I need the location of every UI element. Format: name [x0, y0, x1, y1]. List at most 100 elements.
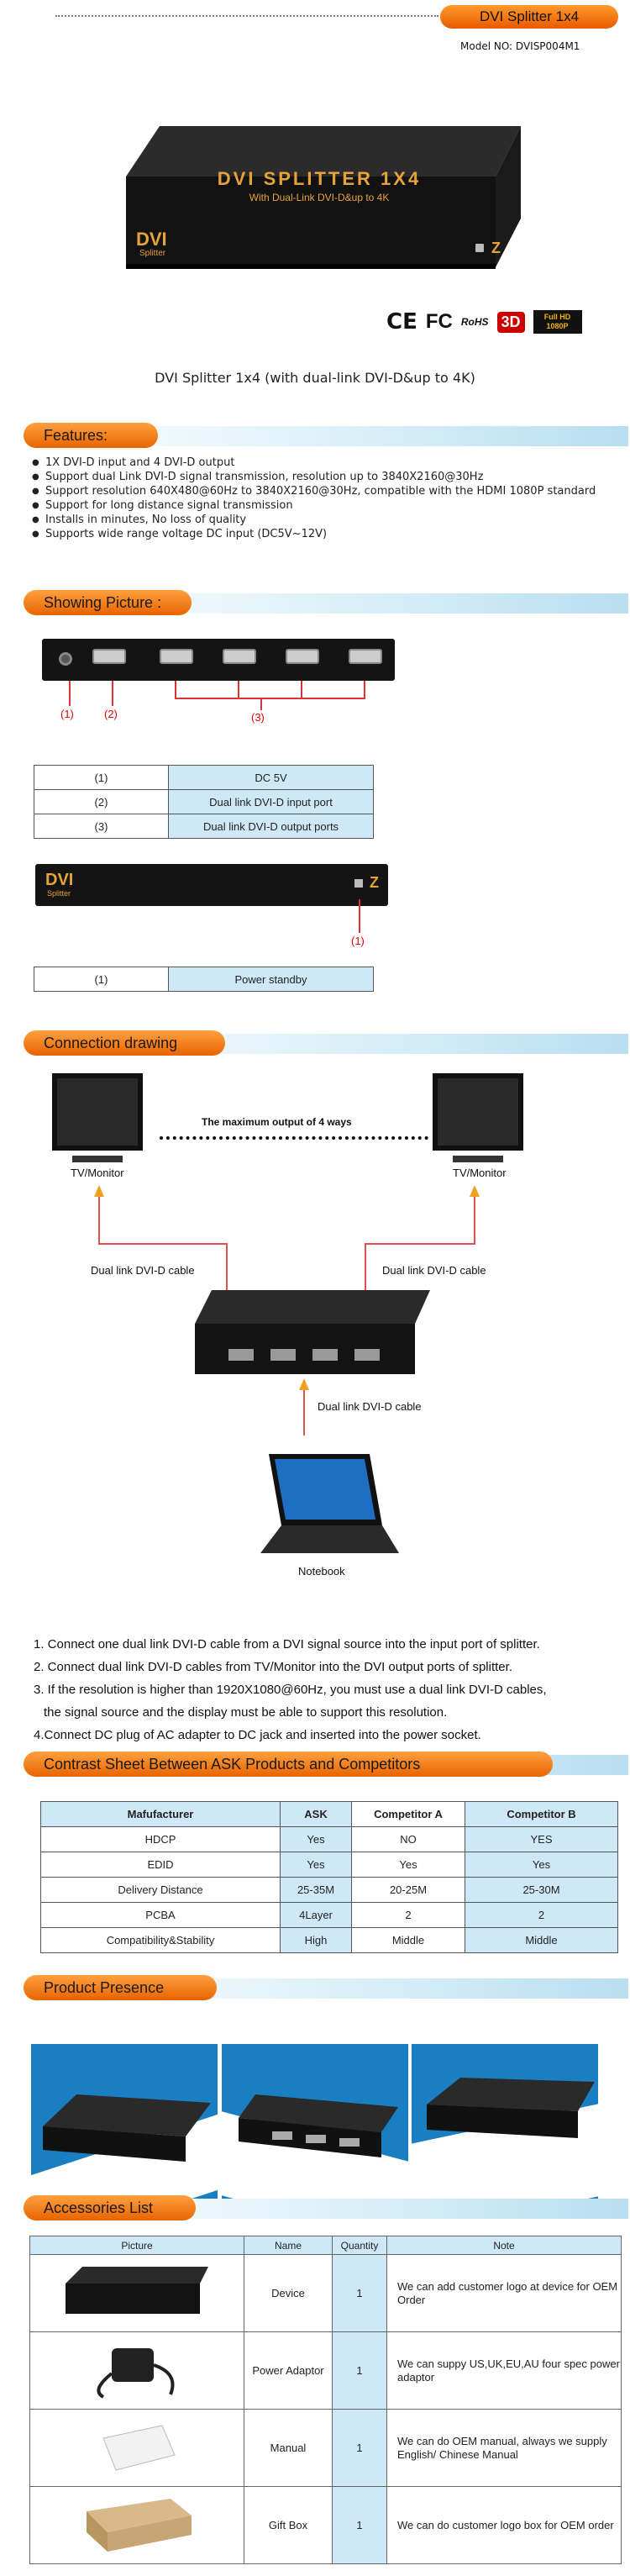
giftbox-thumbnail: [29, 2486, 244, 2564]
compare-banner: Contrast Sheet Between ASK Products and …: [24, 1752, 628, 1777]
dotted-connector: [160, 1136, 428, 1140]
fcc-logo: FC: [425, 310, 453, 333]
step-line: 3. If the resolution is higher than 1920…: [34, 1683, 547, 1697]
table-cell: Quantity: [332, 2236, 387, 2255]
dvi-output-port: [160, 649, 193, 664]
table-cell: EDID: [40, 1852, 281, 1878]
table-row: Manual 1 We can do OEM manual, always we…: [29, 2409, 622, 2487]
accessories-table: Picture Name Quantity Note Device 1 We c…: [29, 2236, 622, 2564]
step-line: 4.Connect DC plug of AC adapter to DC ja…: [34, 1728, 481, 1742]
callout-3: (3): [251, 711, 265, 724]
notebook-label: Notebook: [298, 1565, 345, 1578]
table-row: EDID Yes Yes Yes: [40, 1852, 618, 1878]
product-subtitle: DVI Splitter 1x4 (with dual-link DVI-D&u…: [155, 370, 475, 386]
table-cell: YES: [465, 1826, 618, 1852]
table-cell: We can do OEM manual, always we supply E…: [386, 2409, 622, 2487]
table-row: Power Adaptor 1 We can suppy US,UK,EU,AU…: [29, 2331, 622, 2410]
device-logo: DVI: [136, 229, 167, 250]
cable-bottom-label: Dual link DVI-D cable: [318, 1400, 422, 1413]
table-cell: 2: [351, 1902, 465, 1928]
dvi-input-port: [92, 649, 126, 664]
table-header-row: Picture Name Quantity Note: [29, 2236, 622, 2255]
table-cell: We can add customer logo at device for O…: [386, 2254, 622, 2332]
feature-item: Supports wide range voltage DC input (DC…: [32, 527, 620, 541]
table-header-row: Mafufacturer ASK Competitor A Competitor…: [40, 1801, 618, 1827]
device-back-panel: [42, 639, 395, 681]
device-front-panel: DVI Splitter Z: [35, 864, 388, 906]
connection-steps: 1. Connect one dual link DVI-D cable fro…: [34, 1633, 622, 1746]
table-cell: Dual link DVI-D output ports: [168, 814, 374, 839]
ce-logo: CE: [386, 309, 417, 335]
table-cell: ASK: [280, 1801, 352, 1827]
front-logo-sub: Splitter: [47, 889, 71, 898]
monitor-left-icon: [52, 1073, 143, 1151]
manual-thumbnail: [29, 2409, 244, 2487]
power-led-icon: [354, 879, 363, 888]
table-row: Delivery Distance 25-35M 20-25M 25-30M: [40, 1877, 618, 1903]
table-row: (3) Dual link DVI-D output ports: [34, 814, 374, 839]
table-cell: Mafufacturer: [40, 1801, 281, 1827]
fullhd-logo: Full HD 1080P: [533, 310, 582, 334]
table-row: (1) DC 5V: [34, 765, 374, 790]
device-hero-image: [126, 126, 521, 269]
model-number: Model NO: DVISP004M1: [460, 40, 580, 52]
table-cell: Delivery Distance: [40, 1877, 281, 1903]
table-cell: (3): [34, 814, 169, 839]
front-logo: DVI: [45, 871, 74, 889]
table-cell: Competitor A: [351, 1801, 465, 1827]
table-cell: 20-25M: [351, 1877, 465, 1903]
table-cell: PCBA: [40, 1902, 281, 1928]
table-row: (1) Power standby: [34, 967, 374, 992]
notebook-icon: [260, 1454, 399, 1553]
presence-heading: Product Presence: [24, 1975, 217, 2000]
tv-left-label: TV/Monitor: [71, 1167, 124, 1179]
presence-photo-2: [222, 2044, 408, 2210]
dvi-output-port: [223, 649, 256, 664]
feature-item: Installs in minutes, No loss of quality: [32, 513, 620, 527]
cable-right-label: Dual link DVI-D cable: [382, 1264, 486, 1277]
ports-table: (1) DC 5V (2) Dual link DVI-D input port…: [34, 765, 374, 839]
showing-heading: Showing Picture :: [24, 590, 192, 615]
table-cell: Picture: [29, 2236, 244, 2255]
step-line: 1. Connect one dual link DVI-D cable fro…: [34, 1637, 540, 1651]
feature-item: 1X DVI-D input and 4 DVI-D output: [32, 456, 620, 470]
header-dotted-line: [55, 15, 438, 17]
features-list: 1X DVI-D input and 4 DVI-D output Suppor…: [32, 456, 620, 541]
table-cell: Compatibility&Stability: [40, 1927, 281, 1953]
presence-photo-1: [31, 2044, 218, 2210]
monitor-right-icon: [433, 1073, 523, 1151]
table-cell: 1: [332, 2331, 387, 2410]
connection-banner: Connection drawing: [24, 1030, 628, 1056]
compare-heading: Contrast Sheet Between ASK Products and …: [24, 1752, 553, 1777]
features-heading: Features:: [24, 423, 158, 448]
device-logo-sub: Splitter: [139, 249, 166, 258]
feature-item: Support dual Link DVI-D signal transmiss…: [32, 470, 620, 484]
front-callout-1: (1): [351, 935, 365, 947]
table-cell: 1: [332, 2486, 387, 2564]
arrow-up-icon: [299, 1378, 309, 1436]
callout-2: (2): [104, 708, 118, 720]
table-row: HDCP Yes NO YES: [40, 1826, 618, 1852]
presence-photo-3: [412, 2044, 598, 2210]
showing-banner: Showing Picture :: [24, 590, 628, 615]
compare-table: Mafufacturer ASK Competitor A Competitor…: [40, 1801, 618, 1953]
table-cell: 2: [465, 1902, 618, 1928]
features-banner: Features:: [24, 423, 628, 448]
table-cell: We can suppy US,UK,EU,AU four spec power…: [386, 2331, 622, 2410]
brand-z-logo: Z: [370, 874, 379, 891]
feature-item: Support resolution 640X480@60Hz to 3840X…: [32, 484, 620, 498]
cable-left-label: Dual link DVI-D cable: [91, 1264, 195, 1277]
table-cell: (1): [34, 765, 169, 790]
dc-jack-icon: [59, 652, 72, 666]
tv-right-label: TV/Monitor: [453, 1167, 507, 1179]
table-row: Device 1 We can add customer logo at dev…: [29, 2254, 622, 2332]
device-sub-text: With Dual-Link DVI-D&up to 4K: [249, 192, 390, 203]
table-cell: High: [280, 1927, 352, 1953]
callout-1: (1): [60, 708, 74, 720]
table-cell: Device: [244, 2254, 333, 2332]
table-cell: Yes: [465, 1852, 618, 1878]
table-row: Gift Box 1 We can do customer logo box f…: [29, 2486, 622, 2564]
table-cell: Yes: [280, 1852, 352, 1878]
table-cell: Dual link DVI-D input port: [168, 789, 374, 814]
certification-logos: CE FC RoHS 3D Full HD 1080P: [386, 307, 582, 337]
